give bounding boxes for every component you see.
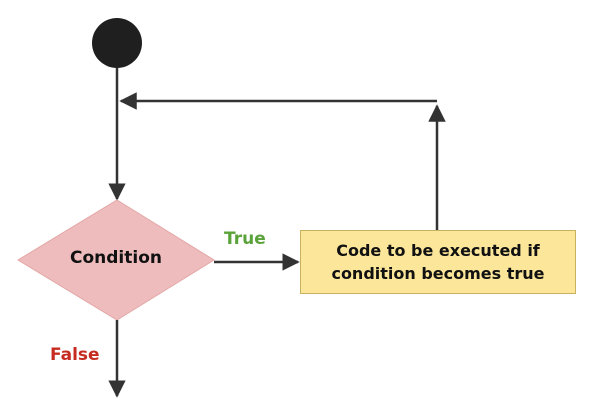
- action-label: Code to be executed if condition becomes…: [331, 239, 544, 285]
- action-label-line2: condition becomes true: [331, 264, 545, 283]
- action-box: Code to be executed if condition becomes…: [300, 230, 576, 294]
- true-branch-label: True: [224, 229, 266, 249]
- action-label-line1: Code to be executed if: [336, 241, 540, 260]
- start-node: [92, 18, 142, 68]
- decision-label: Condition: [70, 248, 162, 268]
- false-branch-label: False: [50, 345, 100, 365]
